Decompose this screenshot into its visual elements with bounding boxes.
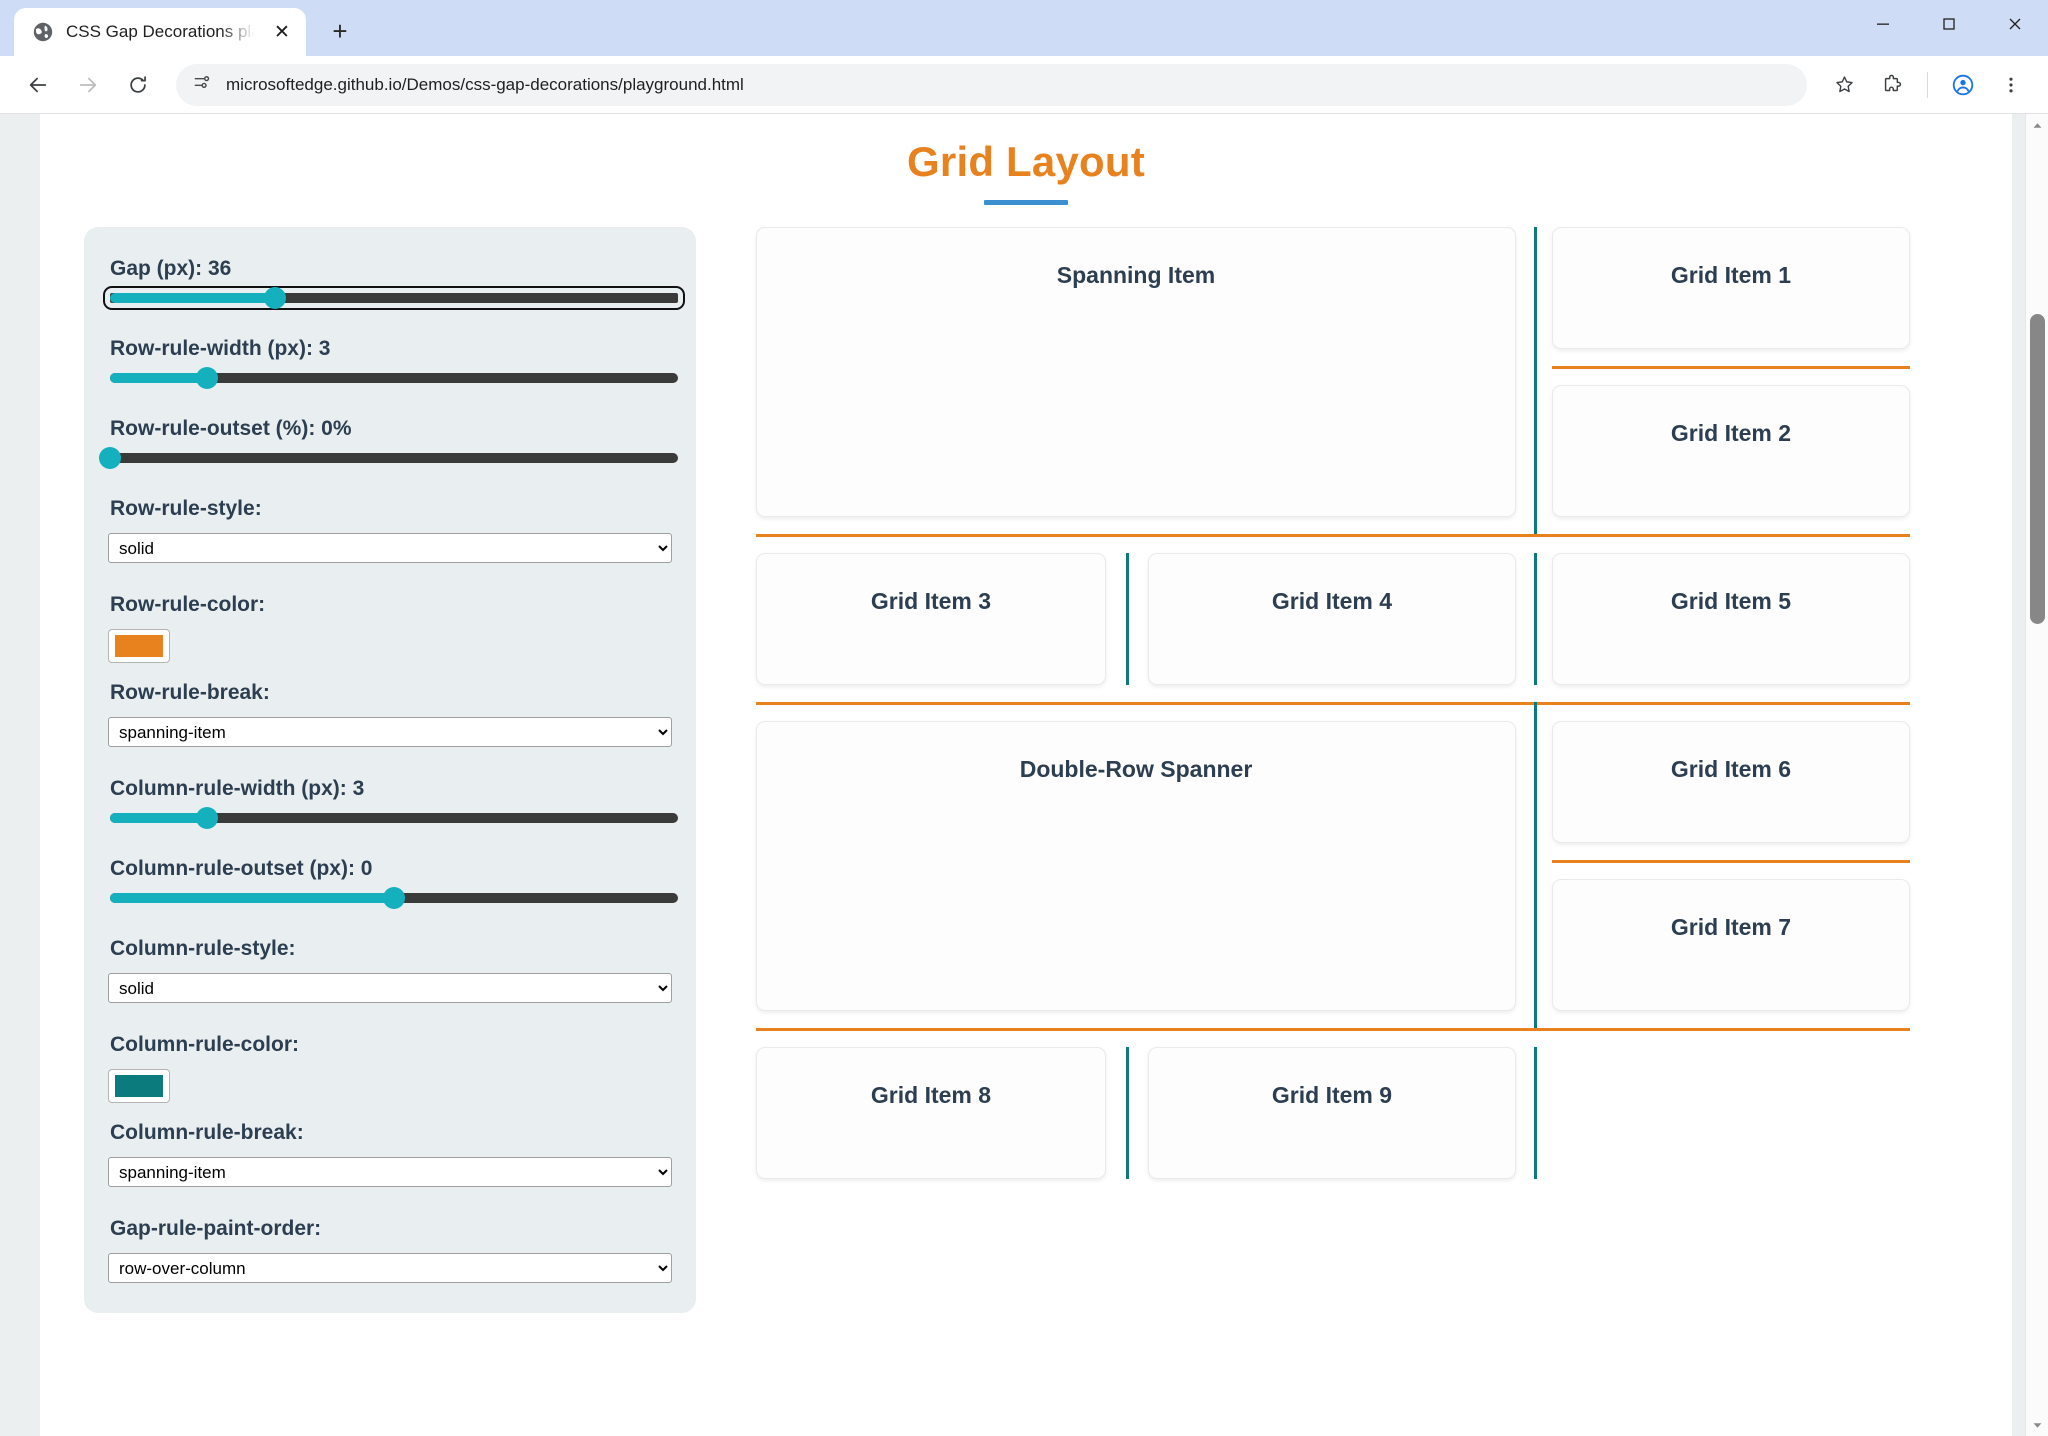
row-rule-line xyxy=(1552,860,1910,863)
grid-cell: Grid Item 3 xyxy=(756,553,1106,685)
grid-cell: Grid Item 2 xyxy=(1552,385,1910,517)
address-bar[interactable]: microsoftedge.github.io/Demos/css-gap-de… xyxy=(176,63,1807,106)
row-rule-outset-slider[interactable] xyxy=(99,447,678,469)
gap-rule-paint-order-label: Gap-rule-paint-order: xyxy=(110,1217,322,1240)
grid-cell: Grid Item 9 xyxy=(1148,1047,1516,1179)
row-rule-width-label: Row-rule-width (px): 3 xyxy=(110,337,331,360)
control-column-rule-color: Column-rule-color: xyxy=(108,1033,672,1103)
tab-title: CSS Gap Decorations playground xyxy=(66,22,258,41)
row-rule-line xyxy=(756,702,1910,705)
page-title: Grid Layout xyxy=(907,138,1145,185)
column-rule-style-label: Column-rule-style: xyxy=(110,937,296,960)
row-rule-color-label: Row-rule-color: xyxy=(110,593,266,616)
column-rule-outset-slider-wrap xyxy=(108,887,678,927)
row-rule-color-picker[interactable] xyxy=(108,629,170,663)
row-rule-outset-slider-wrap xyxy=(99,447,678,487)
column-rule-width-slider-wrap xyxy=(108,807,678,847)
grid-cell: Grid Item 6 xyxy=(1552,721,1910,843)
column-rule-break-select[interactable]: nonespanning-itemintersection xyxy=(108,1157,672,1187)
column-rule-outset-slider[interactable] xyxy=(110,887,678,909)
control-column-rule-width: Column-rule-width (px): 3 xyxy=(108,777,678,847)
grid-cell: Grid Item 4 xyxy=(1148,553,1516,685)
new-tab-button[interactable]: + xyxy=(332,15,348,46)
reload-icon[interactable] xyxy=(116,63,160,107)
column-rule-outset-label: Column-rule-outset (px): 0 xyxy=(110,857,373,880)
title-underline xyxy=(984,200,1068,205)
scroll-down-arrow[interactable] xyxy=(2026,1414,2048,1436)
control-row-rule-style: Row-rule-style: nonesoliddasheddotteddou… xyxy=(108,497,672,583)
row-rule-line xyxy=(756,1028,1910,1031)
window-controls xyxy=(1850,0,2048,48)
column-rule-width-slider[interactable] xyxy=(110,807,678,829)
account-circle-icon[interactable] xyxy=(1942,64,1984,106)
minimize-icon[interactable] xyxy=(1850,0,1916,48)
gap-slider-wrap xyxy=(103,286,685,327)
grid-cell: Grid Item 8 xyxy=(756,1047,1106,1179)
grid-cell: Grid Item 5 xyxy=(1552,553,1910,685)
browser-tab[interactable]: CSS Gap Decorations playground ✕ xyxy=(14,8,306,56)
globe-icon xyxy=(32,21,54,43)
controls-panel: Gap (px): 36 Row-rule-width (px): 3 xyxy=(84,227,696,1313)
page-content: Gap (px): 36 Row-rule-width (px): 3 xyxy=(40,227,2012,1387)
column-rule-line xyxy=(1126,1047,1129,1179)
control-gap-rule-paint-order: Gap-rule-paint-order: row-over-columncol… xyxy=(108,1217,672,1283)
row-rule-line xyxy=(756,534,1910,537)
maximize-icon[interactable] xyxy=(1916,0,1982,48)
column-rule-line xyxy=(1534,227,1537,534)
column-rule-line xyxy=(1126,553,1129,685)
column-rule-color-label: Column-rule-color: xyxy=(110,1033,299,1056)
three-dot-menu-icon[interactable] xyxy=(1990,64,2032,106)
control-row-rule-color: Row-rule-color: xyxy=(108,593,672,663)
browser-viewport: Grid Layout Gap (px): 36 xyxy=(0,114,2048,1436)
control-row-rule-outset: Row-rule-outset (%): 0% xyxy=(99,417,678,487)
column-rule-line xyxy=(1534,553,1537,685)
grid-cell: Grid Item 7 xyxy=(1552,879,1910,1011)
row-rule-width-slider-wrap xyxy=(108,367,678,407)
row-rule-style-label: Row-rule-style: xyxy=(110,497,262,520)
column-rule-line xyxy=(1534,702,1537,1028)
page-scrollbar[interactable] xyxy=(2025,114,2048,1436)
web-page: Grid Layout Gap (px): 36 xyxy=(40,114,2012,1436)
grid-cell: Double-Row Spanner xyxy=(756,721,1516,1011)
row-rule-width-slider[interactable] xyxy=(110,367,678,389)
gap-label: Gap (px): 36 xyxy=(110,257,232,280)
control-column-rule-break: Column-rule-break: nonespanning-iteminte… xyxy=(108,1121,672,1207)
back-icon[interactable] xyxy=(16,63,60,107)
row-rule-outset-label: Row-rule-outset (%): 0% xyxy=(110,417,352,440)
control-gap: Gap (px): 36 xyxy=(103,257,685,327)
grid-cell: Spanning Item xyxy=(756,227,1516,517)
control-row-rule-width: Row-rule-width (px): 3 xyxy=(108,337,678,407)
column-rule-color-picker[interactable] xyxy=(108,1069,170,1103)
column-rule-break-label: Column-rule-break: xyxy=(110,1121,304,1144)
control-row-rule-break: Row-rule-break: nonespanning-iteminterse… xyxy=(108,681,672,767)
row-rule-break-select[interactable]: nonespanning-itemintersection xyxy=(108,717,672,747)
gap-slider[interactable] xyxy=(103,286,685,310)
url-text: microsoftedge.github.io/Demos/css-gap-de… xyxy=(226,74,744,94)
forward-icon[interactable] xyxy=(66,63,110,107)
puzzle-piece-icon[interactable] xyxy=(1871,64,1913,106)
row-rule-line xyxy=(1552,366,1910,369)
tab-close-icon[interactable]: ✕ xyxy=(274,21,290,43)
column-rule-line xyxy=(1534,1047,1537,1179)
row-rule-break-label: Row-rule-break: xyxy=(110,681,270,704)
column-rule-style-select[interactable]: nonesoliddasheddotteddoublegrooveridgein… xyxy=(108,973,672,1003)
row-rule-color-swatch xyxy=(115,635,163,657)
toolbar-divider xyxy=(1927,71,1928,98)
browser-toolbar: microsoftedge.github.io/Demos/css-gap-de… xyxy=(0,56,2048,114)
row-rule-style-select[interactable]: nonesoliddasheddotteddoublegrooveridgein… xyxy=(108,533,672,563)
scrollbar-thumb[interactable] xyxy=(2030,314,2045,624)
column-rule-width-label: Column-rule-width (px): 3 xyxy=(110,777,365,800)
grid-cell: Grid Item 1 xyxy=(1552,227,1910,349)
gap-rule-paint-order-select[interactable]: row-over-columncolumn-over-row xyxy=(108,1253,672,1283)
star-icon[interactable] xyxy=(1823,64,1865,106)
column-rule-color-swatch xyxy=(115,1075,163,1097)
control-column-rule-style: Column-rule-style: nonesoliddasheddotted… xyxy=(108,937,672,1023)
grid-demo: Spanning Item Grid Item 1 Grid Item 2 Grid … xyxy=(756,227,1968,1387)
browser-titlebar: CSS Gap Decorations playground ✕ + xyxy=(0,0,2048,56)
scroll-up-arrow[interactable] xyxy=(2026,114,2048,136)
control-column-rule-outset: Column-rule-outset (px): 0 xyxy=(108,857,678,927)
close-icon[interactable] xyxy=(1982,0,2048,48)
site-settings-icon[interactable] xyxy=(192,72,212,97)
